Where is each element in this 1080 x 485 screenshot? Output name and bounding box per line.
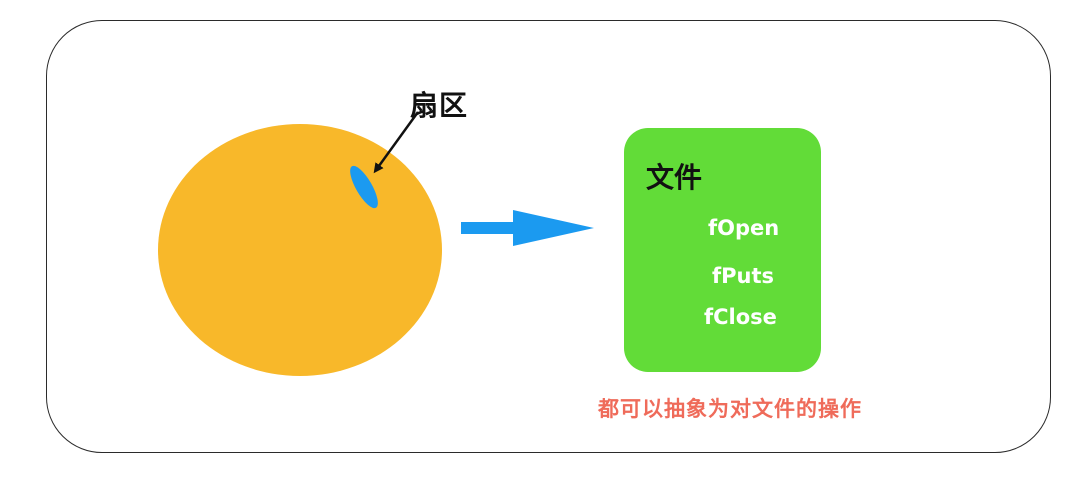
caption-text: 都可以抽象为对文件的操作	[598, 397, 862, 421]
file-box: 文件 fOpen fPuts fClose	[624, 128, 821, 372]
sector-mark	[350, 165, 378, 209]
pointer-arrow-icon	[373, 111, 420, 174]
operation-fopen: fOpen	[708, 216, 780, 240]
operation-fclose: fClose	[704, 305, 777, 329]
right-arrow-icon	[461, 210, 594, 246]
file-title: 文件	[646, 161, 703, 194]
sector-label: 扇区	[410, 89, 469, 122]
operation-fputs: fPuts	[712, 264, 775, 288]
disk-platter	[158, 124, 442, 376]
